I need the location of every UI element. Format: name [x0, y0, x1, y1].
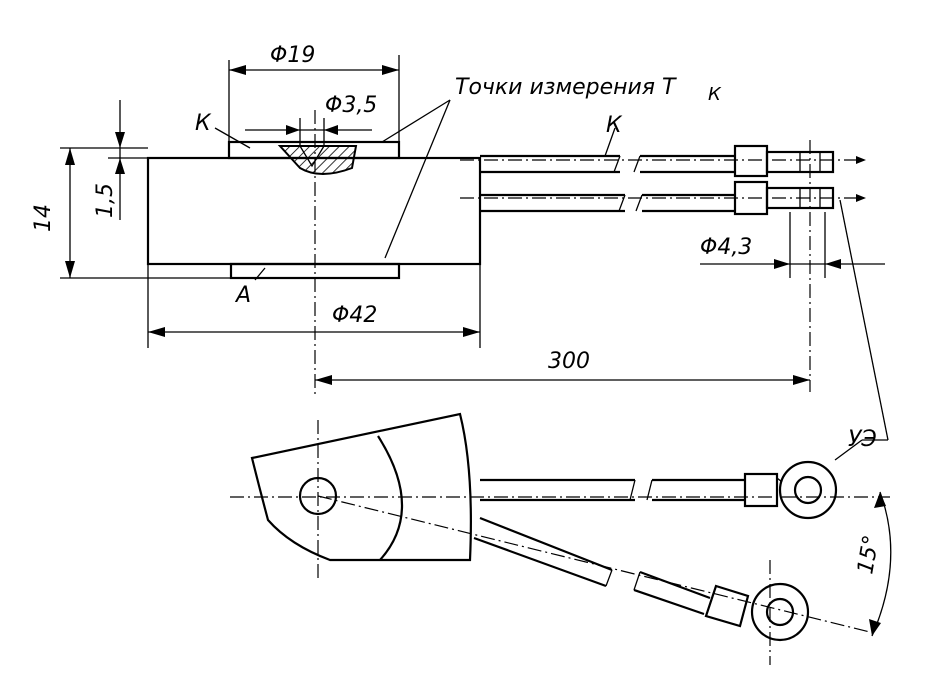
angle-arc — [871, 491, 892, 637]
wires-side-view — [460, 144, 866, 216]
label-angle15: 15° — [853, 533, 884, 576]
label-height14: 14 — [31, 204, 56, 232]
dimensions — [60, 55, 889, 461]
lower-ring-lug — [750, 582, 810, 642]
lower-lug-sleeve — [704, 584, 750, 628]
device-side-view — [146, 110, 482, 395]
label-dia3-5: Φ3,5 — [325, 93, 377, 118]
label-measure-points-sub: К — [708, 84, 722, 105]
label-dia42: Φ42 — [332, 303, 377, 328]
device-outline-top — [250, 412, 472, 562]
device-top-view — [230, 412, 892, 665]
label-dia19: Φ19 — [270, 43, 315, 68]
measurement-hole-section — [277, 145, 358, 175]
label-k-left: К — [195, 111, 212, 136]
label-dia4-3: Φ4,3 — [700, 235, 752, 260]
label-measure-points: Точки измерения T — [455, 75, 677, 100]
label-k-wire: К — [606, 113, 623, 138]
label-a: А — [234, 283, 251, 308]
label-height1-5: 1,5 — [93, 183, 118, 218]
hole-cone — [299, 145, 325, 168]
labels: Φ19 Φ3,5 Точки измерения T К К К А Φ42 3… — [31, 43, 885, 576]
upper-lug-sleeve — [743, 472, 779, 508]
label-ue: УЭ — [848, 427, 877, 452]
upper-ring-lug — [778, 460, 838, 520]
upper-terminal-sleeve — [733, 144, 769, 178]
label-300: 300 — [548, 349, 590, 374]
inner-arc — [377, 435, 404, 561]
